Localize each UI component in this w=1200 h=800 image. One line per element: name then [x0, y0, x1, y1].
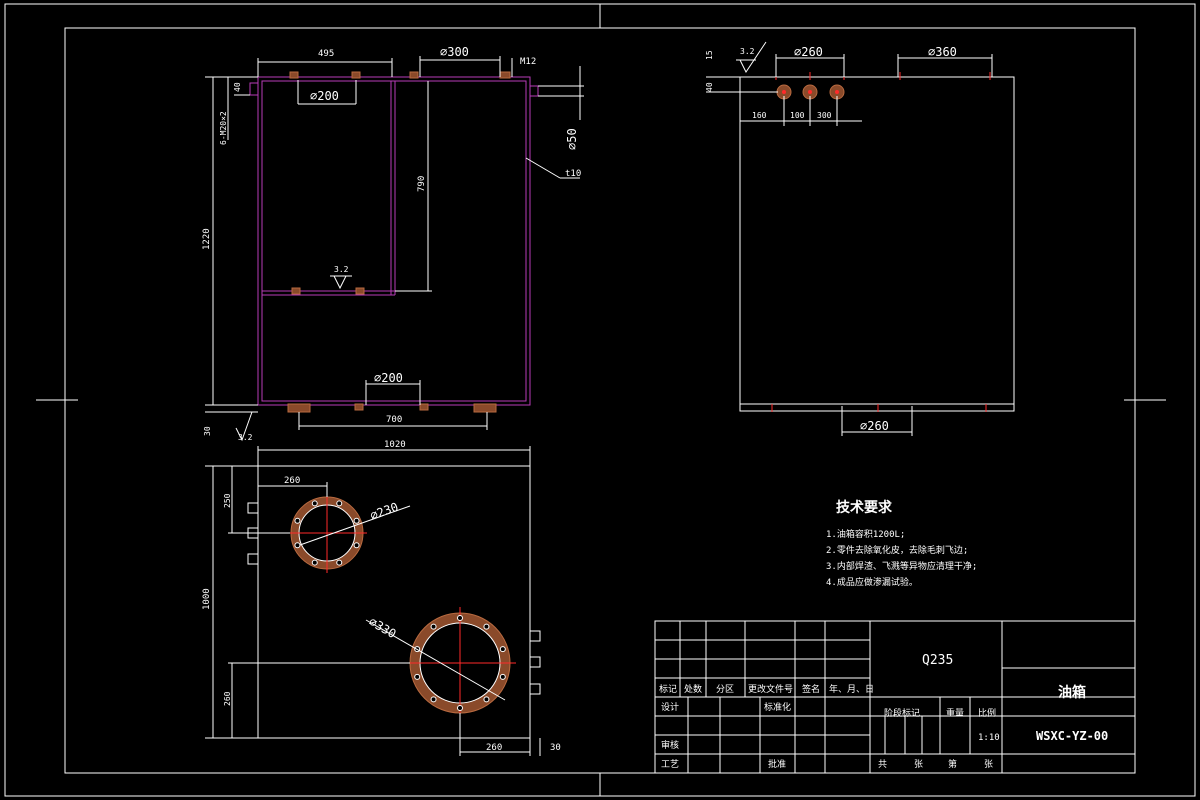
scale-value: 1:10: [978, 733, 1000, 743]
dim-100: 100: [790, 111, 805, 120]
dim-40: 40: [233, 82, 242, 92]
bolt-hole: [353, 542, 360, 549]
bolt-hole: [336, 559, 343, 566]
tech-requirements: 技术要求 1.油箱容积1200L; 2.零件去除氧化皮，去除毛刺飞边; 3.内部…: [826, 499, 977, 588]
bolt-hole: [457, 615, 463, 621]
bolt-hole: [483, 623, 490, 630]
bolt-hole: [499, 646, 506, 653]
dim-d50: ⌀50: [565, 128, 579, 150]
dim-d330: ⌀330: [367, 614, 399, 641]
roughness-base: 3.2: [238, 433, 253, 442]
tech-req-title: 技术要求: [836, 499, 893, 516]
svg-text:张: 张: [914, 759, 923, 770]
side-port-d50: [529, 85, 539, 97]
svg-text:张: 张: [984, 759, 993, 770]
label-approve: 批准: [768, 758, 786, 770]
dim-160: 160: [752, 111, 767, 120]
tank-outer-wall: [257, 76, 531, 406]
front-view: 495 ⌀300 M12 ⌀200 1220 6-M20×2 40 790 ⌀5…: [202, 45, 584, 442]
part-name: 油箱: [1058, 684, 1086, 701]
bolt-hole: [336, 500, 343, 507]
dim-d260-top: ⌀260: [794, 45, 823, 59]
tech-req-item-4: 4.成品应做渗漏试验。: [826, 576, 918, 588]
left-port: [249, 82, 259, 96]
svg-text:签名: 签名: [802, 683, 820, 695]
drawing-number: WSXC-YZ-00: [1036, 729, 1108, 743]
tech-req-item-2: 2.零件去除氧化皮，去除毛刺飞边;: [826, 544, 968, 556]
bolt-hole: [430, 623, 437, 630]
tank-inner-wall: [261, 80, 527, 402]
bolt-hole: [499, 673, 506, 680]
svg-text:更改文件号: 更改文件号: [748, 683, 793, 695]
svg-text:年、月、日: 年、月、日: [829, 683, 874, 695]
label-stage-mark: 阶段标记: [884, 707, 920, 719]
svg-text:分区: 分区: [716, 684, 734, 695]
dim-260-b: 260: [223, 691, 232, 706]
bolt-hole: [311, 559, 318, 566]
dim-d200-bottom: ⌀200: [374, 371, 403, 385]
label-weight: 重量: [946, 707, 964, 719]
label-review: 审核: [661, 739, 679, 751]
top-view-body: [257, 465, 531, 739]
roughness-inner: 3.2: [334, 265, 349, 274]
dim-30: 30: [203, 426, 212, 436]
bolt-hole: [311, 500, 318, 507]
title-block: Q235 油箱 WSXC-YZ-00 标记 处数 分区 更改文件号 签名 年、月…: [654, 620, 1136, 774]
dim-1020: 1020: [384, 440, 406, 450]
dim-40-side: 40: [705, 82, 714, 92]
bottom-flange-right: [473, 403, 497, 413]
side-view-body: [739, 76, 1015, 412]
dim-250: 250: [223, 493, 232, 508]
svg-text:处数: 处数: [684, 683, 702, 695]
dim-15: 15: [705, 50, 714, 60]
bolt-hole: [483, 696, 490, 703]
label-process: 工艺: [661, 759, 679, 770]
bolt-hole: [457, 705, 463, 711]
dim-d200-top: ⌀200: [310, 89, 339, 103]
dim-30-top: 30: [550, 743, 561, 753]
dim-300: 300: [817, 111, 832, 120]
dim-790: 790: [417, 176, 427, 192]
outer-border: [4, 3, 1196, 797]
bolt-hole: [294, 542, 301, 549]
bolt-hole: [430, 696, 437, 703]
bottom-flange-left: [287, 403, 311, 413]
svg-text:共: 共: [878, 759, 887, 770]
svg-text:第: 第: [948, 758, 957, 770]
side-roughness: 3.2: [740, 47, 755, 56]
tech-req-item-1: 1.油箱容积1200L;: [826, 528, 905, 540]
dim-1220: 1220: [202, 228, 212, 250]
dim-700: 700: [386, 415, 402, 425]
label-standardization: 标准化: [764, 701, 791, 713]
dim-d300: ⌀300: [440, 45, 469, 59]
bolt-hole: [353, 517, 360, 524]
dim-d260-bottom: ⌀260: [860, 419, 889, 433]
label-scale: 比例: [978, 707, 996, 719]
dim-495: 495: [318, 49, 334, 59]
top-boss: [289, 71, 299, 79]
dim-6m20: 6-M20×2: [219, 111, 228, 145]
dim-m12: M12: [520, 57, 536, 67]
dim-d360: ⌀360: [928, 45, 957, 59]
dim-1000: 1000: [202, 588, 212, 610]
dim-260-a: 260: [284, 476, 300, 486]
material: Q235: [922, 653, 953, 668]
label-design: 设计: [661, 701, 679, 713]
side-view: ⌀260 ⌀360 3.2 15 40 160 100 300 ⌀260: [705, 41, 1015, 436]
bolt-hole: [414, 673, 421, 680]
dim-d230: ⌀230: [368, 500, 400, 523]
dim-t10: t10: [565, 169, 581, 179]
top-view: ⌀230 ⌀330 1020 260 1000 250 260 260 30: [202, 440, 561, 756]
tech-req-item-3: 3.内部焊渣、飞溅等异物应清理干净;: [826, 560, 977, 572]
bolt-hole: [294, 517, 301, 524]
svg-text:标记: 标记: [659, 683, 677, 695]
dim-260-c: 260: [486, 743, 502, 753]
